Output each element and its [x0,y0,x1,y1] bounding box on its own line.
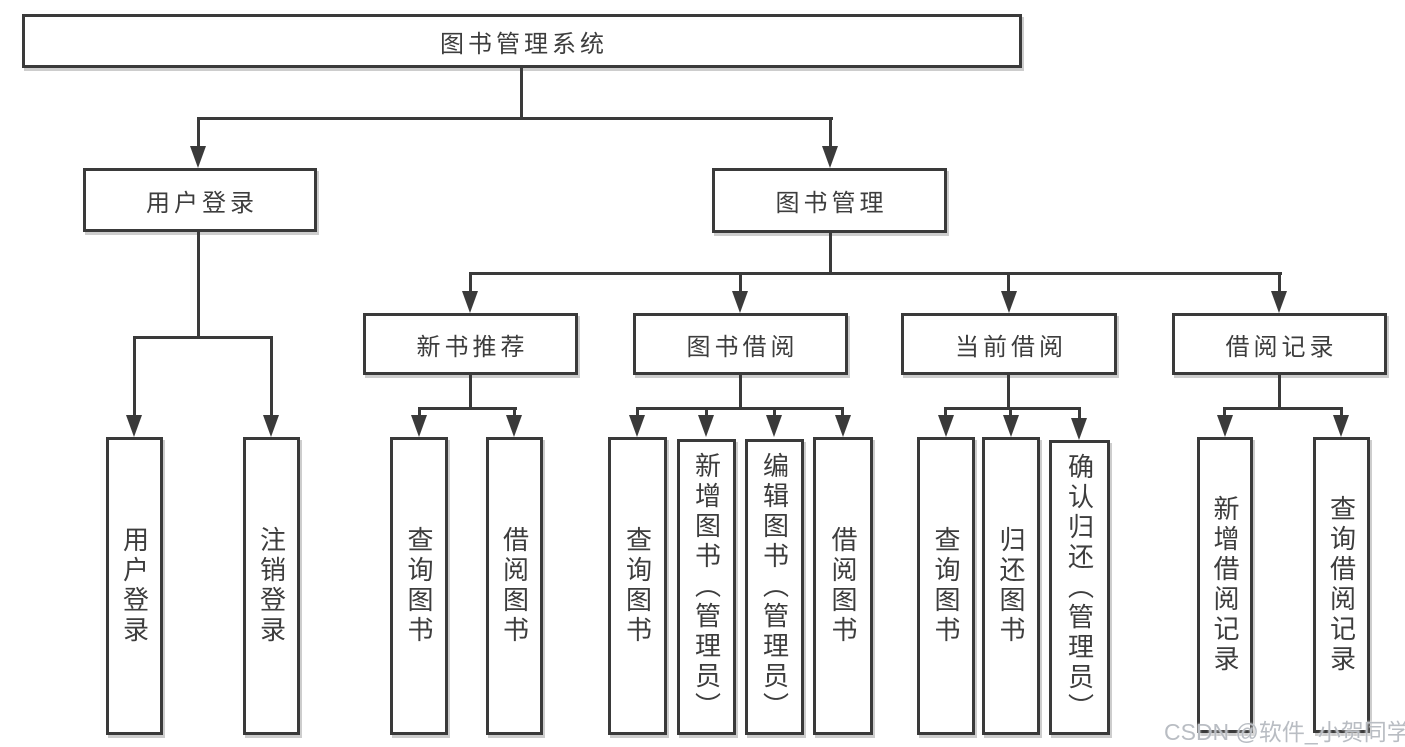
leaf-current-return-books-label: 归还图书 [996,526,1026,646]
arrowhead-down-icon [938,415,954,437]
connector-module0-stem [469,375,472,407]
leaf-borrow-query-books: 查询图书 [608,437,667,735]
connector-level2-branch [197,117,833,120]
connector-module2-stem [1007,375,1010,407]
leaf-user-login-label: 用户登录 [119,526,150,646]
connector-drop-leaf [841,407,844,417]
leaf-recommend-query-books-label: 查询图书 [404,526,434,646]
leaf-recommend-borrow-books-label: 借阅图书 [499,526,530,646]
arrowhead-down-icon [835,415,851,437]
leaf-user-login: 用户登录 [106,437,163,735]
connector-modules-branch [469,272,1282,275]
connector-drop-leaf [705,407,708,417]
connector-drop-book-mgmt [829,117,832,148]
leaf-logout-label: 注销登录 [256,526,287,646]
leaf-borrow-add-books-admin-label: 新增图书（管理员） [691,452,722,722]
arrowhead-down-icon [190,146,206,168]
connector-drop-leaf [636,407,639,417]
connector-module1-stem [739,375,742,407]
connector-drop-leaf [1223,407,1226,417]
arrowhead-down-icon [1217,415,1233,437]
connector-drop-user-login [197,117,200,148]
connector-drop-leaf [773,407,776,417]
leaf-records-query-record-label: 查询借阅记录 [1326,495,1357,675]
arrowhead-down-icon [1071,418,1087,440]
node-current-borrow-label: 当前借阅 [955,333,1067,361]
connector-user-login-stem [197,232,200,336]
connector-drop-module [1278,272,1281,293]
arrowhead-down-icon [1001,291,1017,313]
leaf-recommend-borrow-books: 借阅图书 [486,437,543,735]
node-user-login-label: 用户登录 [146,189,258,217]
node-new-book-recommend: 新书推荐 [363,313,578,375]
connector-drop-leaf [133,336,136,416]
connector-drop-module [1007,272,1010,293]
leaf-records-add-record-label: 新增借阅记录 [1210,495,1240,675]
node-book-borrow: 图书借阅 [633,313,848,375]
arrowhead-down-icon [1003,415,1019,437]
connector-root-stem [520,68,523,117]
leaf-current-confirm-return-admin: 确认归还（管理员） [1049,440,1110,735]
node-book-mgmt-label: 图书管理 [775,190,888,217]
leaf-current-query-books-label: 查询图书 [931,526,961,646]
leaf-borrow-query-books-label: 查询图书 [622,526,653,646]
leaf-records-query-record: 查询借阅记录 [1313,437,1370,733]
leaf-borrow-borrow-books-label: 借阅图书 [828,526,858,646]
connector-module0-branch [418,407,517,410]
node-book-borrow-label: 图书借阅 [686,333,799,361]
connector-drop-module [739,272,742,293]
node-borrow-records-label: 借阅记录 [1225,333,1338,361]
connector-drop-leaf [944,407,947,417]
arrowhead-down-icon [1333,415,1349,437]
node-book-mgmt: 图书管理 [712,168,947,233]
arrowhead-down-icon [766,415,782,437]
connector-drop-leaf [1078,407,1081,419]
leaf-borrow-borrow-books: 借阅图书 [813,437,873,735]
leaf-current-query-books: 查询图书 [917,437,975,735]
node-root-system: 图书管理系统 [22,14,1022,68]
arrowhead-down-icon [263,415,279,437]
node-current-borrow: 当前借阅 [901,313,1117,375]
arrowhead-down-icon [732,291,748,313]
arrowhead-down-icon [698,415,714,437]
leaf-current-confirm-return-admin-label: 确认归还（管理员） [1064,452,1095,723]
connector-drop-leaf [418,407,421,417]
csdn-watermark: CSDN @软件_小贺同学 [1164,719,1405,745]
node-new-book-recommend-label: 新书推荐 [416,333,529,361]
leaf-borrow-edit-books-admin: 编辑图书（管理员） [745,439,804,735]
leaf-borrow-edit-books-admin-label: 编辑图书（管理员） [759,452,790,722]
leaf-logout: 注销登录 [243,437,300,735]
connector-drop-leaf [1009,407,1012,417]
connector-module2-branch [944,407,1081,410]
connector-drop-leaf [1340,407,1343,417]
connector-module3-stem [1278,375,1281,407]
node-user-login: 用户登录 [83,168,317,232]
node-root-system-label: 图书管理系统 [440,30,608,58]
connector-module1-branch [636,407,844,410]
leaf-records-add-record: 新增借阅记录 [1197,437,1253,733]
leaf-borrow-add-books-admin: 新增图书（管理员） [677,439,736,735]
arrowhead-down-icon [1271,291,1287,313]
connector-module3-branch [1223,407,1343,410]
arrowhead-down-icon [126,415,142,437]
node-borrow-records: 借阅记录 [1172,313,1387,375]
leaf-current-return-books: 归还图书 [982,437,1040,735]
arrowhead-down-icon [822,146,838,168]
leaf-recommend-query-books: 查询图书 [390,437,448,735]
arrowhead-down-icon [462,291,478,313]
connector-drop-leaf [513,407,516,417]
connector-user-login-branch [133,336,273,339]
arrowhead-down-icon [506,415,522,437]
connector-drop-module [469,272,472,293]
arrowhead-down-icon [411,415,427,437]
arrowhead-down-icon [629,415,645,437]
connector-drop-leaf [270,336,273,416]
connector-book-mgmt-stem [829,233,832,272]
